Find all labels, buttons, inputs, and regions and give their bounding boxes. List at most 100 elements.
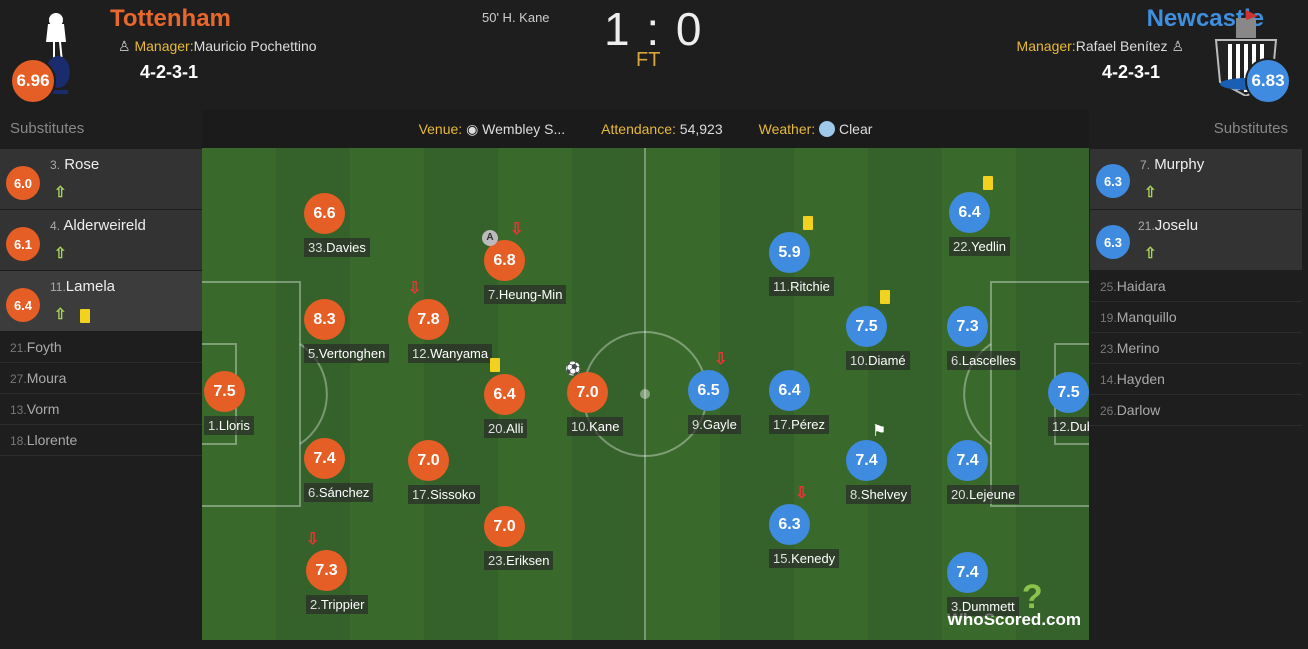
home-formation: 4-2-3-1 (140, 62, 199, 82)
player-label: 10.Kane (567, 417, 624, 436)
home-manager: ♙ Manager:Mauricio Pochettino (118, 38, 317, 54)
player-label: 7.Heung-Min (484, 285, 567, 304)
player-rating: 7.0 (567, 372, 608, 413)
player-rating: 6.4 (949, 192, 990, 233)
sub-row[interactable]: 21.Foyth (0, 332, 202, 363)
player-rating: 7.4 (947, 440, 988, 481)
attendance-info: Attendance: 54,923 (601, 121, 723, 137)
weather-clear-icon (819, 121, 836, 137)
sub-row[interactable]: 6.3 21.Joselu ⇧ (1090, 210, 1302, 271)
sub-rating: 6.3 (1096, 164, 1130, 198)
player-rating: 7.0 (408, 440, 449, 481)
player-label: 1.Lloris (204, 416, 254, 435)
player-rating: 6.8 (484, 240, 525, 281)
yellow-card-icon (983, 176, 993, 190)
sub-row[interactable]: 6.1 4. Alderweireld ⇧ (0, 210, 202, 271)
player-rating: 7.4 (304, 438, 345, 479)
player-rating: 7.8 (408, 299, 449, 340)
sub-row[interactable]: 13.Vorm (0, 394, 202, 425)
away-formation: 4-2-3-1 (1101, 62, 1160, 82)
player-rating: 7.4 (846, 440, 887, 481)
subbed-off-icon: ⇩ (714, 351, 728, 368)
player-label: 12.Dubravka (1048, 417, 1089, 436)
player-label: 3.Dummett (947, 597, 1019, 616)
home-substitutes-list: 6.0 3. Rose ⇧ 6.1 4. Alderweireld ⇧ 6.4 … (0, 149, 202, 456)
subbed-on-icon: ⇧ (54, 306, 67, 323)
sub-row[interactable]: 6.3 7. Murphy ⇧ (1090, 149, 1302, 210)
player-label: 6.Lascelles (947, 351, 1021, 370)
player-label: 20.Alli (484, 419, 528, 438)
player-rating: 7.5 (846, 306, 887, 347)
yellow-card-icon (80, 309, 90, 323)
subbed-off-icon: ⇩ (408, 280, 422, 297)
away-substitutes-title: Substitutes (1213, 120, 1288, 137)
subbed-on-icon: ⇧ (54, 184, 67, 201)
venue-info: Venue: ◉ Wembley S... (418, 120, 566, 137)
subbed-off-icon: ⇩ (795, 485, 809, 502)
player-label: 20.Lejeune (947, 485, 1020, 504)
player-rating: 6.4 (769, 370, 810, 411)
player-label: 23.Eriksen (484, 551, 554, 570)
subbed-off-icon: ⇩ (306, 531, 320, 548)
player-rating: 6.6 (304, 193, 345, 234)
player-rating: 7.4 (947, 552, 988, 593)
away-manager: Manager:Rafael Benítez ♙ (1016, 38, 1184, 54)
player-label: 12.Wanyama (408, 344, 493, 363)
sub-row[interactable]: 26.Darlow (1090, 395, 1302, 426)
goal-icon: ⚽ (565, 361, 582, 376)
sub-rating: 6.1 (6, 227, 40, 261)
home-team-name[interactable]: Tottenham (110, 5, 231, 32)
corner-flag-icon: ⚑ (872, 423, 887, 440)
match-score: 1 : 0 (604, 3, 704, 55)
sub-row[interactable]: 25.Haidara (1090, 271, 1302, 302)
sub-row[interactable]: 19.Manquillo (1090, 302, 1302, 333)
sub-row[interactable]: 6.4 11.Lamela ⇧ (0, 271, 202, 332)
player-label: 17.Sissoko (408, 485, 480, 504)
player-rating: 7.3 (306, 550, 347, 591)
sub-row[interactable]: 27.Moura (0, 363, 202, 394)
yellow-card-icon (803, 216, 813, 230)
away-team-rating: 6.83 (1245, 58, 1291, 104)
player-rating: 5.9 (769, 232, 810, 273)
sub-rating: 6.4 (6, 288, 40, 322)
subbed-on-icon: ⇧ (1144, 184, 1157, 201)
match-status: FT (636, 49, 661, 71)
subbed-on-icon: ⇧ (54, 245, 67, 262)
sub-row[interactable]: 23.Merino (1090, 333, 1302, 364)
player-label: 6.Sánchez (304, 483, 374, 502)
sub-row[interactable]: 6.0 3. Rose ⇧ (0, 149, 202, 210)
player-rating: 8.3 (304, 299, 345, 340)
player-rating: 6.5 (688, 370, 729, 411)
player-label: 10.Diamé (846, 351, 910, 370)
sub-rating: 6.3 (1096, 225, 1130, 259)
player-label: 9.Gayle (688, 415, 741, 434)
player-label: 5.Vertonghen (304, 344, 390, 363)
player-label: 33.Davies (304, 238, 370, 257)
question-mark-logo-icon: ? (1021, 578, 1043, 616)
home-team-rating: 6.96 (10, 58, 56, 104)
away-substitutes-list: 6.3 7. Murphy ⇧ 6.3 21.Joselu ⇧ 25.Haida… (1090, 149, 1302, 426)
player-rating: 6.3 (769, 504, 810, 545)
player-rating: 7.5 (1048, 372, 1089, 413)
sub-row[interactable]: 14.Hayden (1090, 364, 1302, 395)
player-label: 17.Pérez (769, 415, 830, 434)
player-label: 2.Trippier (306, 595, 369, 614)
player-rating: 6.4 (484, 374, 525, 415)
assist-icon: A (482, 230, 498, 246)
subbed-on-icon: ⇧ (1144, 245, 1157, 262)
player-rating: 7.3 (947, 306, 988, 347)
subbed-off-icon: ⇩ (510, 221, 524, 238)
sub-rating: 6.0 (6, 166, 40, 200)
weather-info: Weather: Clear (758, 121, 873, 137)
player-label: 8.Shelvey (846, 485, 912, 504)
sub-row[interactable]: 18.Llorente (0, 425, 202, 456)
manager-icon: ♙ (1171, 38, 1184, 54)
player-label: 11.Ritchie (769, 277, 834, 296)
player-rating: 7.0 (484, 506, 525, 547)
player-label: 15.Kenedy (769, 549, 840, 568)
manager-icon: ♙ (118, 38, 131, 54)
player-label: 22.Yedlin (949, 237, 1011, 256)
stadium-icon: ◉ (466, 120, 479, 137)
goal-event: 50' H. Kane (482, 10, 550, 25)
